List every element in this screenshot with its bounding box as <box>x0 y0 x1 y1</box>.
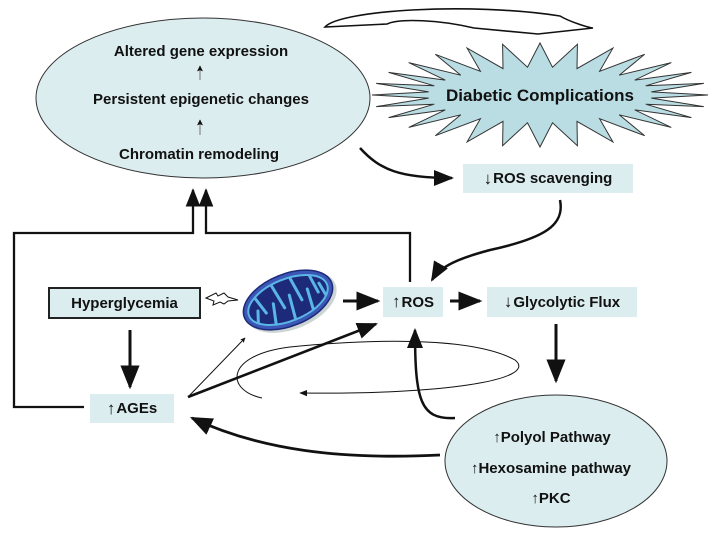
arrow-pathways-to-ages <box>189 416 441 458</box>
down-arrow-icon: ↓ <box>483 168 493 188</box>
pathway-item: ↑PKC <box>531 490 570 507</box>
arrow-epigenetic-to-ros-scavenging <box>359 147 454 186</box>
diabetic-complications-starburst <box>371 41 709 149</box>
glycolytic-flux-node: ↓ Glycolytic Flux <box>487 287 637 317</box>
arrow-ages-to-epigenetic <box>12 188 201 409</box>
cycle-loop-arrow <box>236 340 520 399</box>
hyperglycemia-node: Hyperglycemia <box>48 287 201 319</box>
altered-gene-expression-label: Altered gene expression <box>114 43 288 60</box>
diabetic-complications-label: Diabetic Complications <box>446 86 634 105</box>
epigenetic-ellipse <box>35 17 371 179</box>
pathway-item: ↑Polyol Pathway <box>493 429 611 446</box>
ages-node: ↑ AGEs <box>90 394 174 423</box>
ros-label: ROS <box>401 293 434 311</box>
arrow-pathways-to-ros <box>407 328 456 420</box>
arrow-ages-to-mito <box>187 337 246 398</box>
arrow-ages-to-ros <box>187 322 378 399</box>
persistent-epigenetic-changes-label: Persistent epigenetic changes <box>93 91 309 108</box>
arrow-ros-to-epigenetic <box>198 188 412 282</box>
chromatin-remodeling-label: Chromatin remodeling <box>119 146 279 163</box>
ros-node: ↑ ROS <box>383 287 443 317</box>
ros-scavenging-node: ↓ ROS scavenging <box>463 164 633 193</box>
ages-label: AGEs <box>116 400 158 417</box>
hyperglycemia-label: Hyperglycemia <box>71 294 178 312</box>
ros-scavenging-label: ROS scavenging <box>493 170 613 187</box>
pathway-item: ↑Hexosamine pathway <box>471 460 632 477</box>
arrow-ros-scavenging-to-ros <box>430 199 562 282</box>
mitochondrion-icon <box>242 269 337 333</box>
up-arrow-icon: ↑ <box>391 292 401 311</box>
pathways-ellipse <box>444 394 668 528</box>
lightning-icon <box>204 292 239 306</box>
top-feedback-arrow <box>323 8 594 35</box>
up-arrow-icon: ↑ <box>106 398 116 418</box>
glycolytic-flux-label: Glycolytic Flux <box>513 293 621 311</box>
down-arrow-icon: ↓ <box>503 292 513 311</box>
